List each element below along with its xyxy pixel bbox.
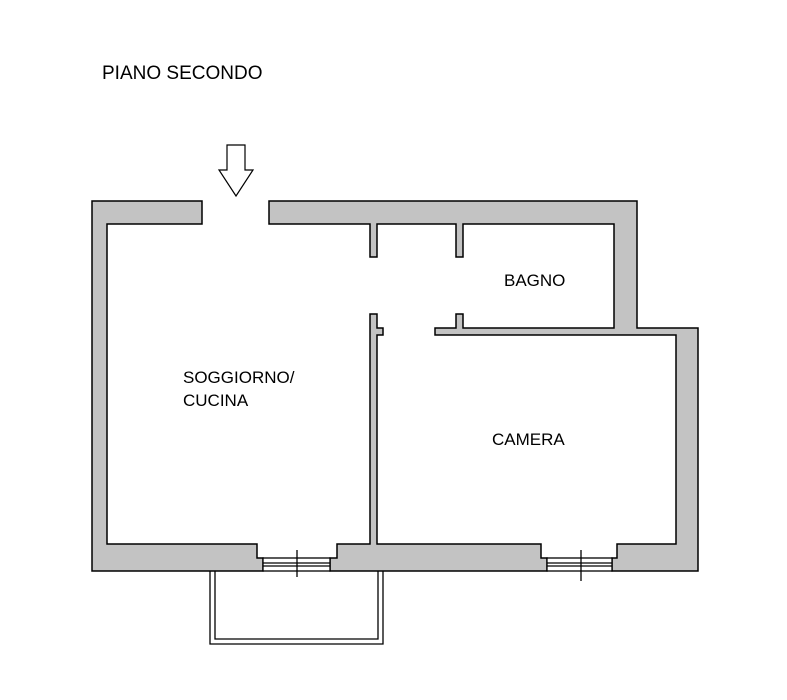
balcony (209, 571, 384, 645)
room-label-bathroom: BAGNO (504, 271, 566, 290)
wall-middle (329, 313, 548, 572)
room-label-living: SOGGIORNO/ CUCINA (183, 366, 294, 412)
window-living (262, 550, 331, 577)
room-label-living-line1: SOGGIORNO/ (183, 368, 295, 387)
wall-right (268, 200, 699, 572)
room-label-living-line2: CUCINA (183, 391, 249, 410)
room-label-bedroom: CAMERA (492, 430, 565, 449)
floor-title: PIANO SECONDO (102, 63, 263, 84)
wall-left (91, 200, 264, 572)
window-bedroom (546, 550, 613, 581)
arrow-down-icon (217, 144, 255, 198)
